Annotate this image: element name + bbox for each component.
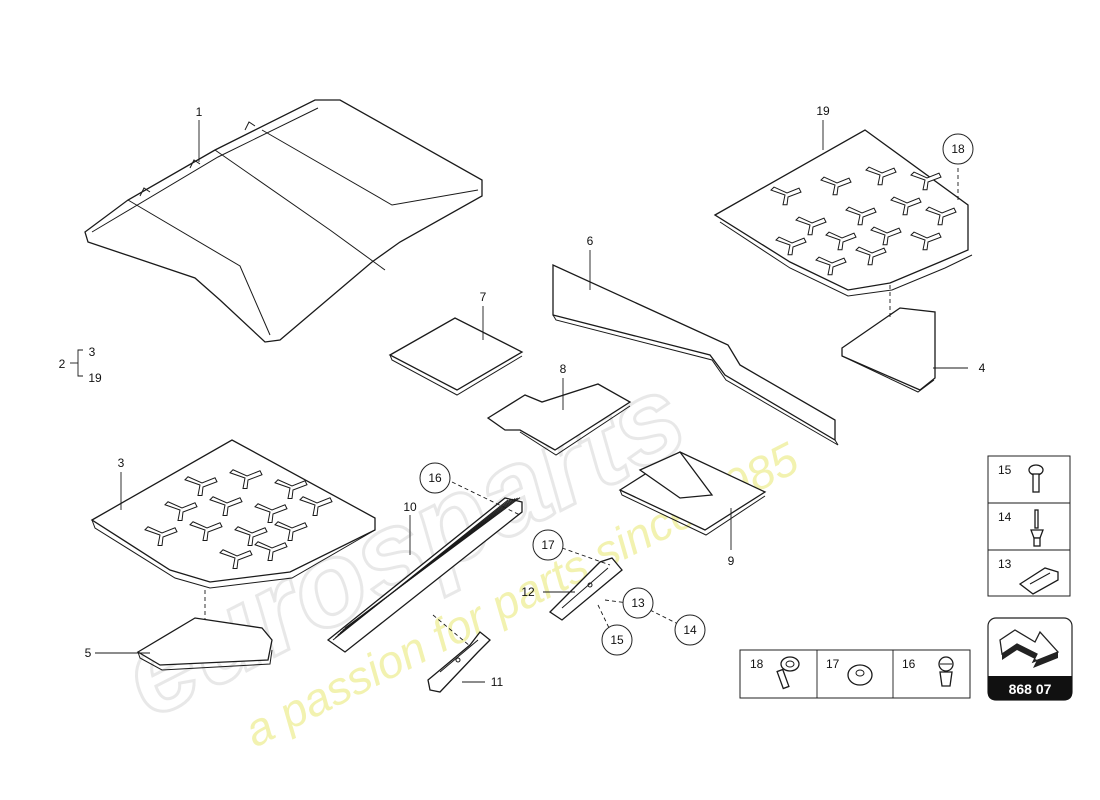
- part-10-ribs: [332, 497, 521, 641]
- y-rib: [820, 176, 852, 196]
- screw-icon: [1028, 464, 1044, 493]
- circled-callout-13: 13: [631, 596, 645, 610]
- y-rib: [795, 216, 827, 236]
- callout-9: 9: [728, 554, 735, 568]
- callout-4: 4: [979, 361, 986, 375]
- part-3-ribs: [144, 469, 333, 569]
- callout-2-item-3: 3: [89, 345, 96, 359]
- y-rib: [229, 469, 263, 489]
- legend-item-13: 13: [998, 557, 1012, 571]
- y-rib: [855, 246, 887, 266]
- y-rib: [164, 501, 198, 521]
- y-rib: [144, 526, 178, 546]
- circled-callout-16: 16: [428, 471, 442, 485]
- arrow-icon: [999, 629, 1060, 668]
- callout-11: 11: [491, 675, 504, 689]
- part-10-ribbed-panel: [326, 497, 523, 653]
- callout-6: 6: [587, 234, 594, 248]
- y-rib: [890, 196, 922, 216]
- y-rib: [299, 496, 333, 516]
- y-rib: [254, 503, 288, 523]
- part-6-long-panel: [552, 263, 839, 446]
- y-rib: [274, 521, 308, 541]
- legend-item-18: 18: [750, 657, 764, 671]
- callout-2: 2: [59, 357, 66, 371]
- callout-2-item-19: 19: [88, 371, 102, 385]
- push-clip-icon: [776, 656, 800, 690]
- legend-fasteners-horizontal: 18 17 16: [739, 649, 971, 699]
- part-9-sheet-with-flap: [618, 451, 767, 536]
- callout-8: 8: [560, 362, 567, 376]
- part-5-lower-pad: [136, 617, 273, 671]
- page-reference-number: 868 07: [1009, 681, 1052, 697]
- y-rib: [219, 549, 253, 569]
- part-19-ribs: [770, 166, 957, 276]
- callout-5: 5: [85, 646, 92, 660]
- part-19-insulation-mat: [713, 129, 973, 297]
- circled-callout-18: 18: [951, 142, 965, 156]
- circled-callout-15: 15: [610, 633, 624, 647]
- legend-item-15: 15: [998, 463, 1012, 477]
- legend-item-17: 17: [826, 657, 840, 671]
- panel-rib-line: [344, 497, 521, 629]
- y-rib: [184, 476, 218, 496]
- circled-callouts: 18 16 17 13 14 15: [419, 133, 974, 656]
- callout-10: 10: [403, 500, 417, 514]
- part-8-stepped-sheet: [486, 383, 632, 456]
- circled-callout-14: 14: [683, 623, 697, 637]
- part-12-bracket: [548, 557, 623, 621]
- callout-3: 3: [118, 456, 125, 470]
- y-rib: [234, 526, 268, 546]
- y-rib: [770, 186, 802, 206]
- connection-lines: [451, 168, 959, 631]
- y-rib: [845, 206, 877, 226]
- y-rib: [925, 206, 957, 226]
- clip-icon: [1018, 567, 1059, 595]
- part-4-wedge-pad: [841, 285, 936, 393]
- callouts: 1 2 3 19 3 4 5 6 7 8 9 10 11 12 19: [59, 104, 986, 689]
- y-rib: [189, 521, 223, 541]
- leader-lines: [70, 120, 968, 683]
- y-rib: [825, 231, 857, 251]
- y-rib: [775, 236, 807, 256]
- callout-19: 19: [816, 104, 830, 118]
- legend-item-16: 16: [902, 657, 916, 671]
- callout-12: 12: [521, 585, 535, 599]
- y-rib: [815, 256, 847, 276]
- y-rib: [870, 226, 902, 246]
- part-11-bracket: [427, 614, 491, 693]
- y-rib: [910, 231, 942, 251]
- callout-7: 7: [480, 290, 487, 304]
- y-rib: [254, 541, 288, 561]
- part-1-roof-liner: [84, 99, 483, 343]
- legend-fasteners-vertical: 15 14 13: [987, 455, 1071, 597]
- y-rib: [910, 171, 942, 191]
- grommet-icon: [847, 664, 873, 686]
- y-rib: [274, 479, 308, 499]
- callout-1: 1: [196, 105, 203, 119]
- part-3-lower-mat: [90, 439, 376, 638]
- rivet-icon: [1030, 509, 1044, 547]
- page-reference-box: 868 07: [987, 617, 1073, 701]
- legend-item-14: 14: [998, 510, 1012, 524]
- y-rib: [865, 166, 897, 186]
- circled-callout-17: 17: [541, 538, 555, 552]
- quarter-turn-fastener-icon: [938, 656, 954, 687]
- y-rib: [209, 496, 243, 516]
- part-7-flat-sheet: [388, 317, 524, 396]
